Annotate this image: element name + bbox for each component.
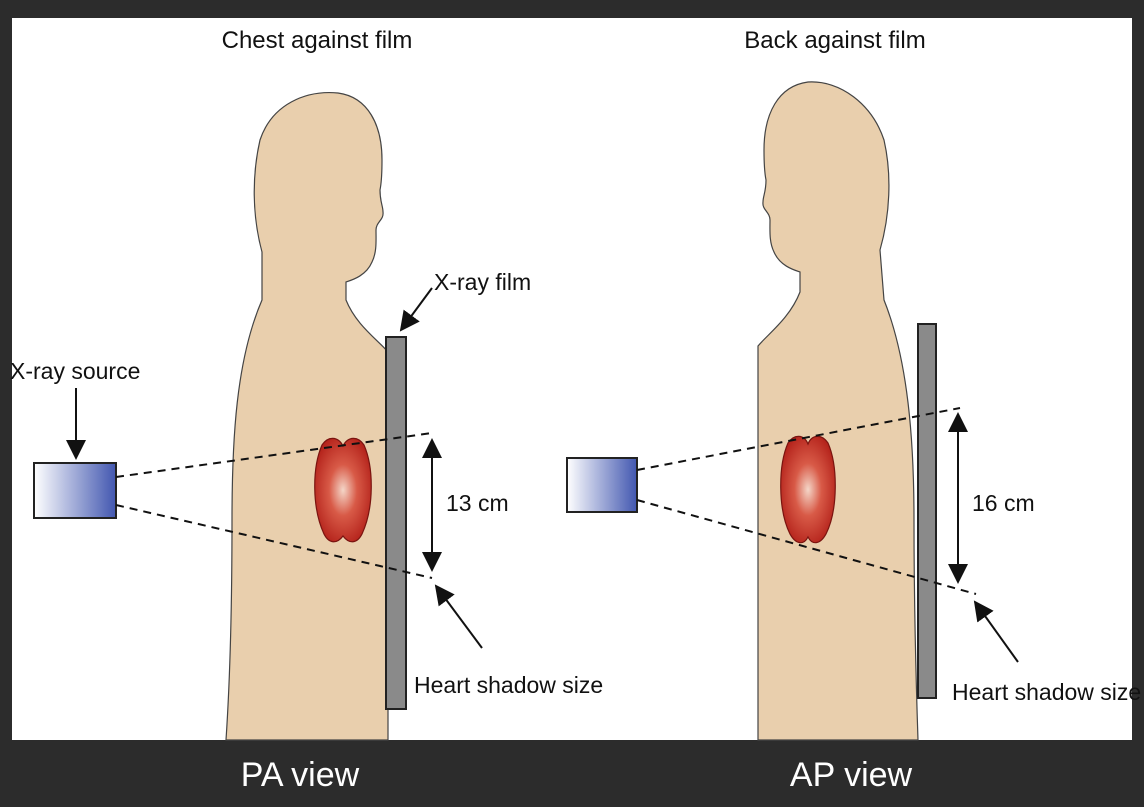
pa-view-diagram: Chest against film X-ray film X-ray sour… [10,27,603,741]
ap-heart [780,435,836,544]
ap-xray-source [566,457,638,513]
pa-source-label: X-ray source [10,358,140,384]
pa-heading: Chest against film [222,27,413,54]
pa-film-pointer [399,287,433,332]
pa-view-caption: PA view [240,756,360,794]
ap-shadow-label: Heart shadow size [952,679,1141,705]
pa-body-silhouette [225,92,389,741]
pa-film-label: X-ray film [434,269,531,295]
pa-beam-lower [115,504,433,579]
pa-measurement: 13 cm [446,490,509,516]
ap-beam-lower [636,499,977,595]
pa-beam-upper [115,432,433,478]
ap-measurement: 16 cm [972,490,1035,516]
ap-heading: Back against film [744,27,925,54]
pa-heart [314,437,372,543]
ap-body-silhouette [757,81,919,741]
pa-xray-film [385,336,407,710]
ap-view-caption: AP view [789,756,913,794]
ap-xray-film [917,323,937,699]
ap-view-diagram: Back against film 16 cm Heart shadow siz… [566,27,1141,741]
pa-xray-source [33,462,117,519]
pa-shadow-label: Heart shadow size [414,672,603,698]
ap-shadow-pointer [973,600,1019,663]
diagram-panel [12,18,1132,740]
pa-shadow-pointer [434,584,483,649]
